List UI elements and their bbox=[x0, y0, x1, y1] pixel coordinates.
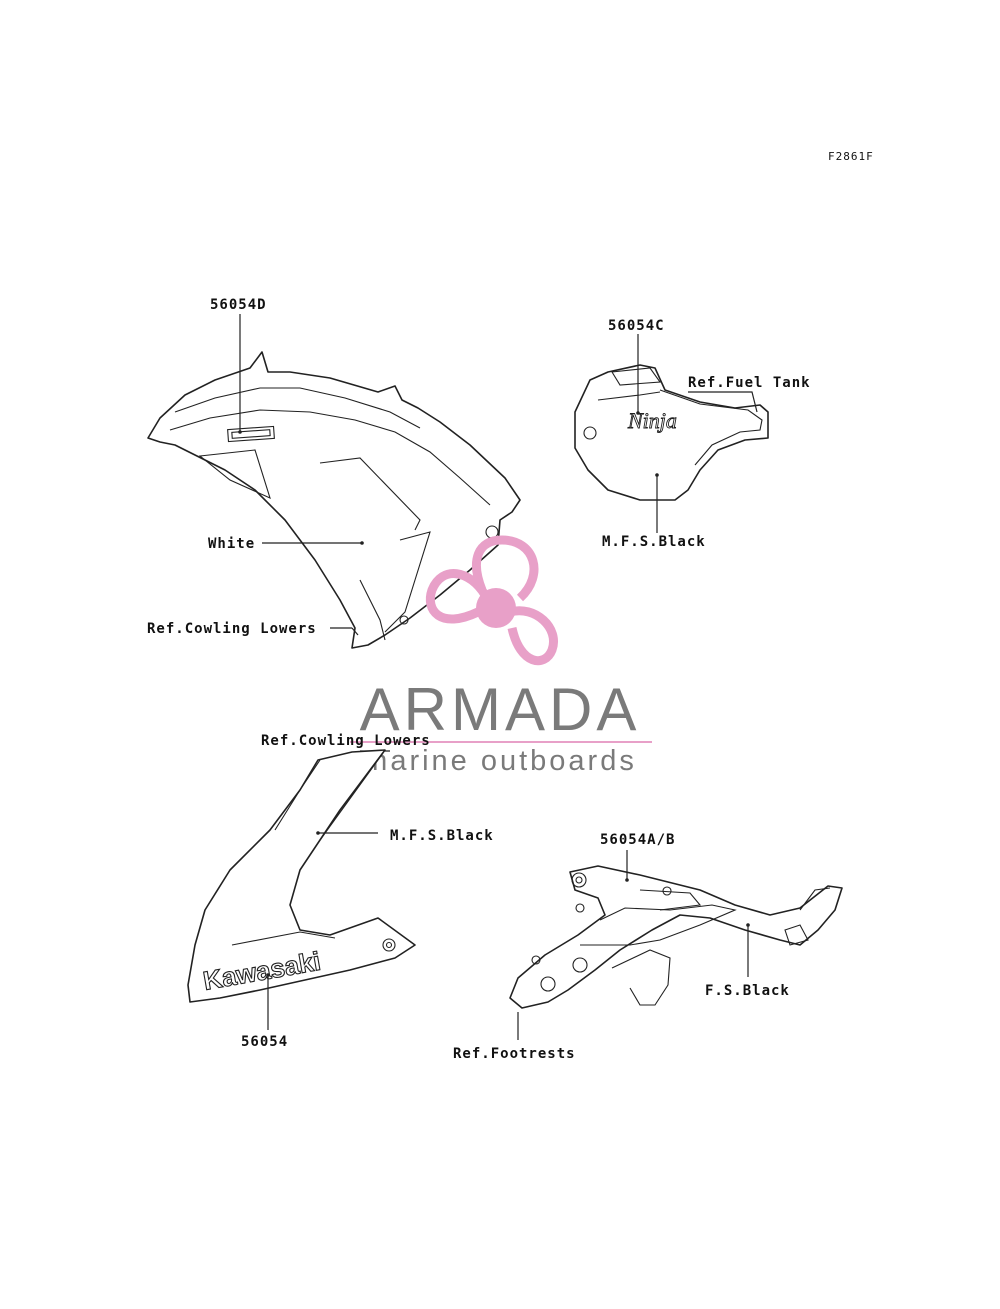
label-white: White bbox=[208, 536, 255, 552]
propeller-logo bbox=[425, 535, 558, 666]
label-fs-black: F.S.Black bbox=[705, 983, 790, 999]
label-ref-cowling-lowers-1: Ref.Cowling Lowers bbox=[147, 621, 317, 637]
label-mfs-black-2: M.F.S.Black bbox=[390, 828, 494, 844]
fuel-tank-cover-part: Ninja bbox=[574, 364, 769, 501]
label-56054ab: 56054A/B bbox=[600, 832, 675, 848]
label-ref-cowling-lowers-2: Ref.Cowling Lowers bbox=[261, 733, 431, 749]
label-ref-footrests: Ref.Footrests bbox=[453, 1046, 576, 1062]
label-ref-fuel-tank: Ref.Fuel Tank bbox=[688, 375, 811, 391]
armada-watermark: ARMADA marine outboards bbox=[350, 535, 652, 777]
label-mfs-black-1: M.F.S.Black bbox=[602, 534, 706, 550]
lower-cowling-part: Kawasaki bbox=[187, 749, 416, 1003]
label-56054: 56054 bbox=[241, 1034, 288, 1050]
middle-cowling-part bbox=[147, 351, 521, 649]
label-56054d: 56054D bbox=[210, 297, 267, 313]
diagram-code: F2861F bbox=[828, 150, 874, 163]
brand-tagline: marine outboards bbox=[363, 745, 637, 777]
brand-name: ARMADA bbox=[360, 676, 641, 743]
frame-cover-part bbox=[509, 865, 843, 1009]
propeller-hub bbox=[476, 588, 516, 628]
label-56054c: 56054C bbox=[608, 318, 665, 334]
ninja-decal-text: Ninja bbox=[627, 408, 677, 433]
